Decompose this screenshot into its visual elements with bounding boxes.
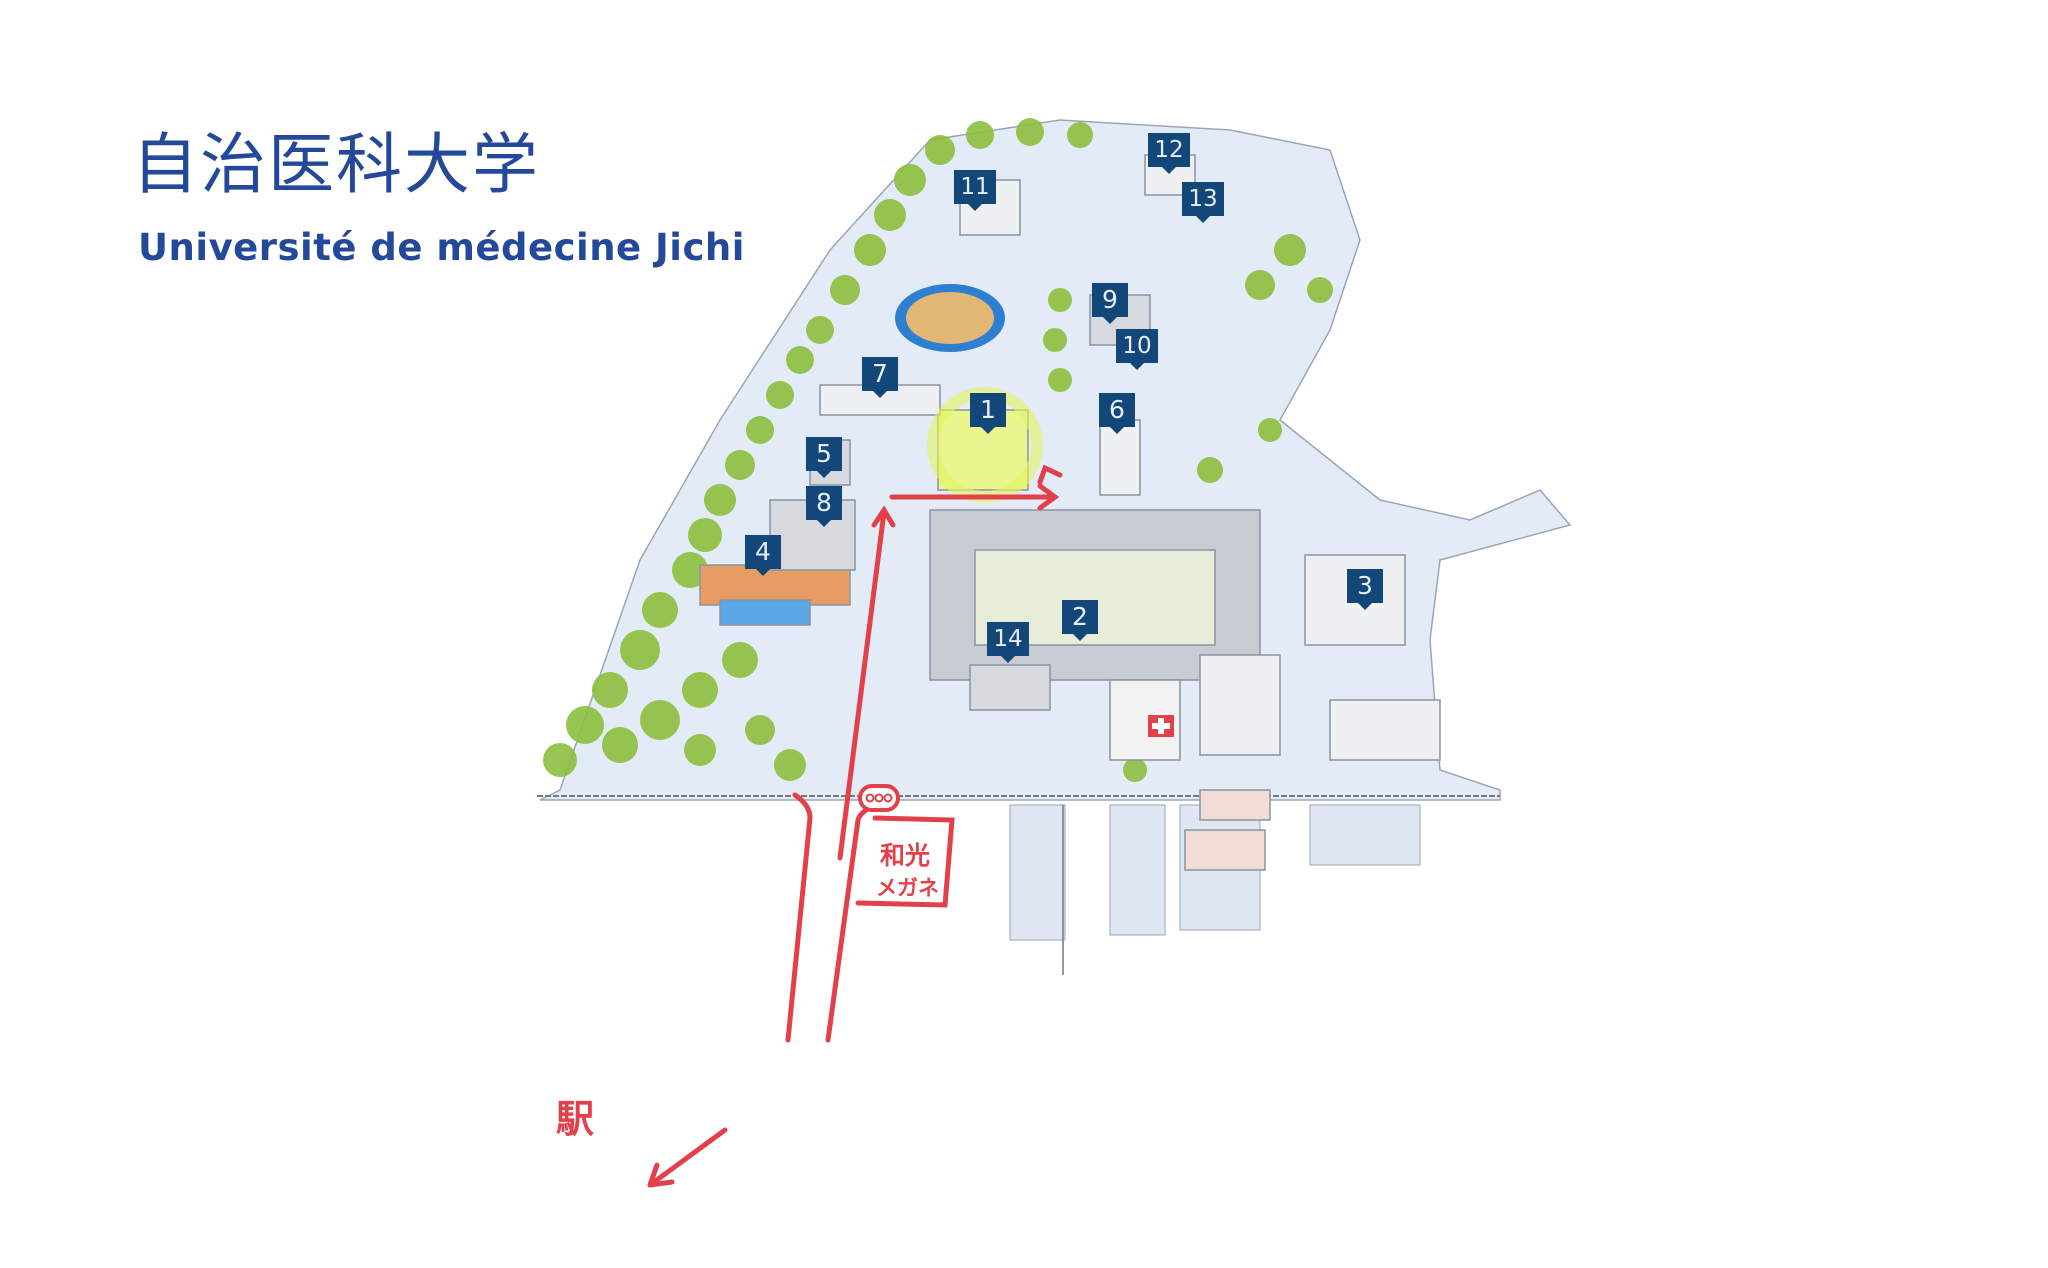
station-arrow <box>647 1127 728 1188</box>
building-marker-4[interactable]: 4 <box>745 535 781 576</box>
route-arrowhead <box>1037 464 1063 485</box>
lower-block <box>1309 804 1421 866</box>
lower-block <box>1009 804 1066 941</box>
building-marker-10[interactable]: 10 <box>1116 329 1158 370</box>
building-marker-7[interactable]: 7 <box>862 357 898 398</box>
shop-box <box>855 815 955 908</box>
building-marker-8[interactable]: 8 <box>806 486 842 527</box>
building-marker-13[interactable]: 13 <box>1182 182 1224 223</box>
building-marker-2[interactable]: 2 <box>1062 600 1098 641</box>
building-marker-14[interactable]: 14 <box>987 622 1029 663</box>
road-line-right <box>825 802 878 1043</box>
lower-block <box>1109 804 1166 936</box>
road-line-left <box>785 792 813 1043</box>
tree-belt <box>543 118 1333 782</box>
page-title: 自治医科大学 <box>132 126 540 203</box>
route-arrowhead <box>871 505 896 528</box>
building-marker-12[interactable]: 12 <box>1148 133 1190 174</box>
building-marker-1[interactable]: 1 <box>970 393 1006 434</box>
building-marker-3[interactable]: 3 <box>1347 569 1383 610</box>
building-marker-5[interactable]: 5 <box>806 437 842 478</box>
building-marker-6[interactable]: 6 <box>1099 393 1135 434</box>
route-line <box>837 509 887 861</box>
shop-label-line1: 和光 <box>880 841 931 870</box>
page-subtitle: Université de médecine Jichi <box>138 226 745 269</box>
building-marker-11[interactable]: 11 <box>954 170 996 211</box>
station-label: 駅 <box>556 1097 595 1141</box>
shop-label-line2: メガネ <box>876 876 939 900</box>
traffic-signal-icon <box>858 784 900 812</box>
route-arrowhead <box>1037 483 1060 511</box>
building-marker-9[interactable]: 9 <box>1092 283 1128 324</box>
